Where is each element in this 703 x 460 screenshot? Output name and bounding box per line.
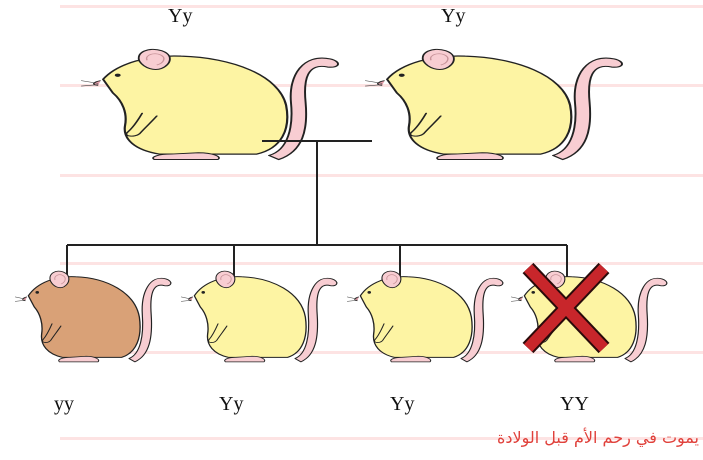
offspring-genotype-label: yy (54, 393, 74, 415)
ruled-line (60, 5, 703, 8)
offspring-mouse-Yy-2 (346, 270, 504, 363)
offspring-genotype-label: YY (560, 393, 589, 415)
ruled-line (60, 262, 703, 265)
parent-genotype-label: Yy (441, 5, 466, 27)
parent-mouse-right (364, 48, 624, 161)
offspring-mouse-yy (14, 270, 172, 363)
death-note: يموت في رحم الأم قبل الولادة (497, 428, 699, 447)
ruled-line (60, 437, 703, 440)
offspring-genotype-label: Yy (219, 393, 244, 415)
cross-mark-icon (522, 262, 610, 354)
ruled-line (60, 174, 703, 177)
offspring-genotype-label: Yy (390, 393, 415, 415)
parent-genotype-label: Yy (168, 5, 193, 27)
parent-mouse-left (80, 48, 340, 161)
pedigree-lines (66, 140, 568, 293)
offspring-mouse-Yy-1 (180, 270, 338, 363)
